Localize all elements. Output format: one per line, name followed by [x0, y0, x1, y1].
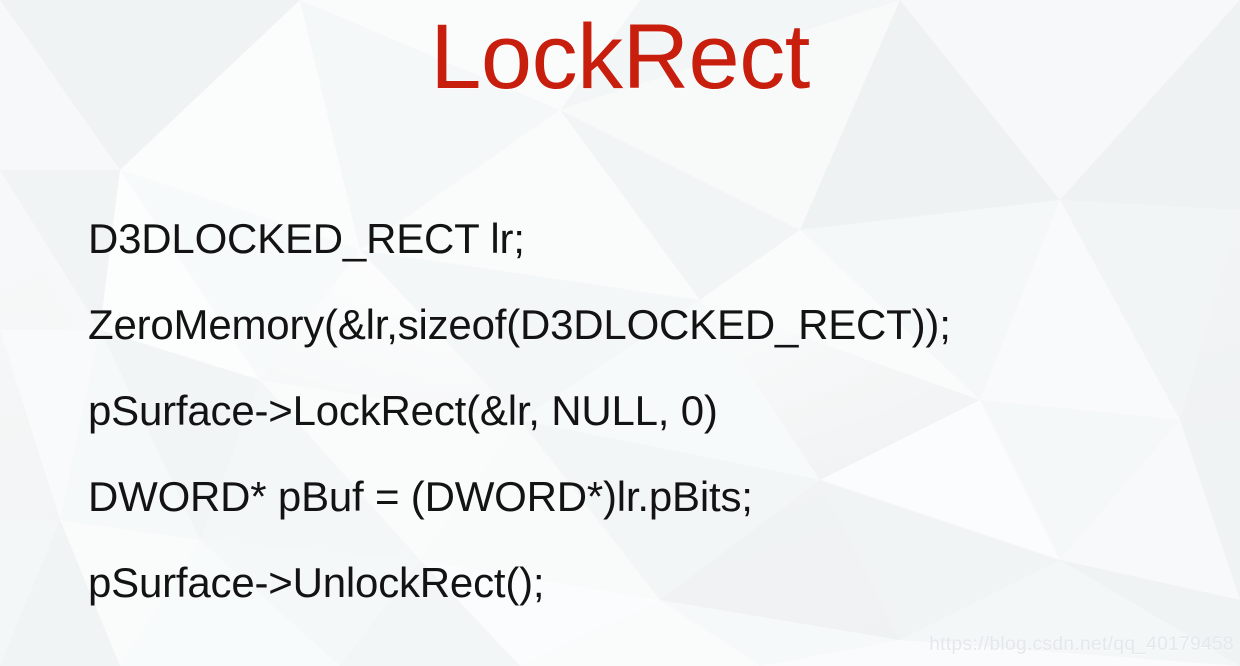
watermark-text: https://blog.csdn.net/qq_40179458 [929, 634, 1234, 655]
code-line: DWORD* pBuf = (DWORD*)lr.pBits; [88, 473, 753, 520]
code-body: D3DLOCKED_RECT lr; ZeroMemory(&lr,sizeof… [88, 196, 1200, 626]
code-line: pSurface->LockRect(&lr, NULL, 0) [88, 387, 718, 434]
slide-title: LockRect [430, 6, 810, 108]
code-line: ZeroMemory(&lr,sizeof(D3DLOCKED_RECT)); [88, 301, 951, 348]
code-line: pSurface->UnlockRect(); [88, 559, 545, 606]
code-line: D3DLOCKED_RECT lr; [88, 215, 525, 262]
